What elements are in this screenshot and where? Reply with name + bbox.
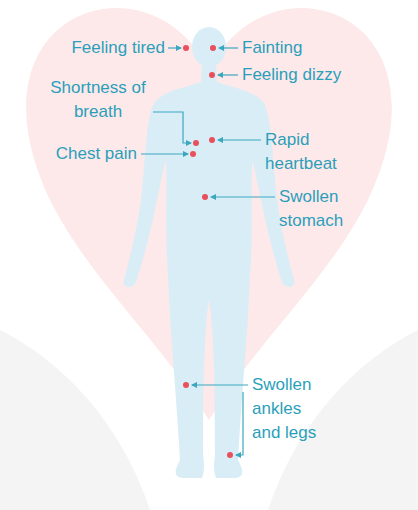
symptom-dot: [210, 45, 216, 51]
symptom-label: Chest pain: [18, 142, 137, 166]
symptom-dot: [209, 137, 215, 143]
background-band: [0, 330, 150, 510]
symptom-dot: [193, 140, 199, 146]
leader-line: [153, 112, 191, 143]
background-band: [268, 330, 418, 510]
leader-line: [219, 47, 238, 48]
symptom-label: Rapid heartbeat: [265, 128, 360, 176]
leader-line: [211, 196, 275, 197]
symptom-label: Swollen ankles and legs: [252, 373, 334, 445]
symptom-dot: [209, 72, 215, 78]
leader-line: [218, 74, 238, 75]
symptom-dot: [183, 382, 189, 388]
leader-line: [168, 47, 181, 48]
leader-line: [218, 139, 261, 140]
leader-line: [141, 153, 188, 154]
symptom-dot: [227, 452, 233, 458]
symptom-label: Swollen stomach: [279, 185, 371, 233]
symptom-dot: [202, 194, 208, 200]
head: [192, 27, 226, 67]
symptom-dot: [183, 45, 189, 51]
symptom-label: Fainting: [242, 36, 392, 60]
symptom-label: Feeling tired: [38, 36, 165, 60]
symptom-label: Feeling dizzy: [242, 63, 392, 87]
leader-line: [192, 384, 248, 385]
symptom-label: Shortness of breath: [46, 76, 150, 124]
symptom-dot: [190, 151, 196, 157]
leader-line: [236, 392, 243, 455]
